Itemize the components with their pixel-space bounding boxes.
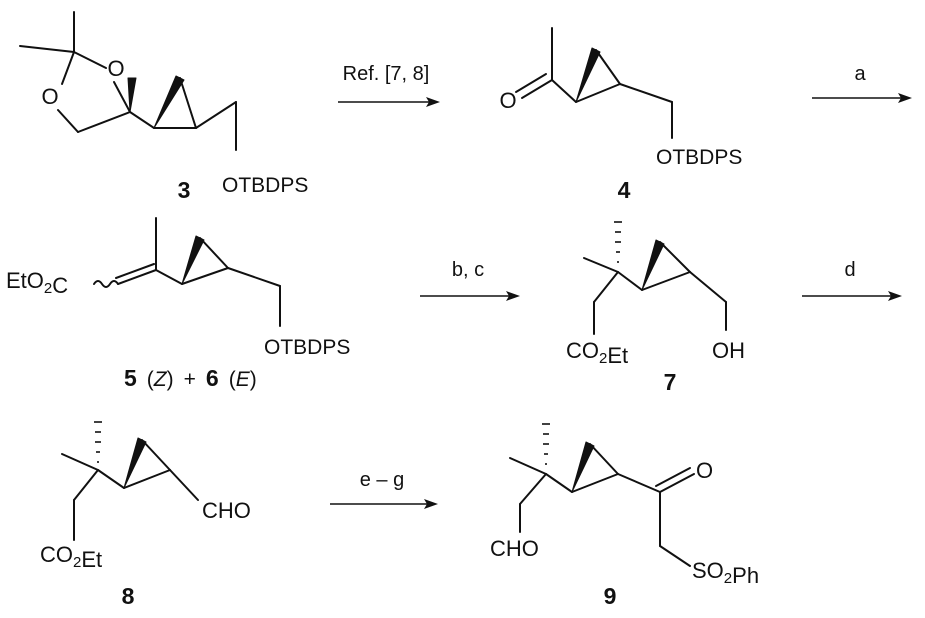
c8-hashed-bond <box>94 421 102 463</box>
condition-eg: e – g <box>360 469 404 491</box>
compound-number-6: 6 <box>206 365 219 391</box>
c3-otbdps-label: OTBDPS <box>222 174 308 197</box>
c3-oxygen-label-2: O <box>41 84 58 109</box>
z-isomer-label: Z <box>153 368 168 391</box>
c4-ketone-oxygen: O <box>499 88 516 113</box>
c9-hashed-bond <box>542 423 550 465</box>
c9-so2ph-label: SO2Ph <box>692 558 759 588</box>
compound-number-9: 9 <box>604 583 617 609</box>
compound-9: O CHO SO2Ph 9 <box>490 423 759 609</box>
compound-3: O O OTBDPS 3 <box>19 11 308 203</box>
c7-co2et-label: CO2Et <box>566 338 628 368</box>
reaction-arrow-a: a <box>812 63 912 103</box>
compound-4: O OTBDPS 4 <box>499 27 742 203</box>
reaction-arrow-eg: e – g <box>330 469 438 509</box>
condition-d: d <box>844 259 855 281</box>
compound-5-6: EtO2C OTBDPS 5 (Z) + 6 (E) <box>6 217 350 391</box>
reaction-arrow-d: d <box>802 259 902 301</box>
compound-7: CO2Et OH 7 <box>566 221 745 395</box>
condition-a: a <box>854 63 866 85</box>
c4-otbdps-label: OTBDPS <box>656 146 742 169</box>
compound-number-5: 5 <box>124 365 137 391</box>
c56-eto2c-label: EtO2C <box>6 268 68 298</box>
condition-ref: Ref. [7, 8] <box>343 63 430 85</box>
reaction-arrow-bc: b, c <box>420 259 520 301</box>
condition-bc: b, c <box>452 259 484 281</box>
c9-aldehyde-label: CHO <box>490 536 539 561</box>
compound-number-8: 8 <box>122 583 135 609</box>
c56-otbdps-label: OTBDPS <box>264 336 350 359</box>
c8-co2et-label: CO2Et <box>40 542 102 572</box>
reaction-arrow-ref: Ref. [7, 8] <box>338 63 440 107</box>
c7-hashed-bond <box>614 221 622 263</box>
compound-8: CHO CO2Et 8 <box>40 421 251 609</box>
plus-sign: + <box>184 368 196 391</box>
c9-ketone-oxygen: O <box>696 458 713 483</box>
e-isomer-label: E <box>236 368 251 391</box>
compound-number-7: 7 <box>664 369 677 395</box>
c7-hydroxyl-label: OH <box>712 338 745 363</box>
compound-label-5-6: 5 (Z) + 6 (E) <box>124 365 257 391</box>
c8-aldehyde-label: CHO <box>202 498 251 523</box>
c3-oxygen-label: O <box>107 56 124 81</box>
compound-number-4: 4 <box>618 177 631 203</box>
compound-number-3: 3 <box>178 177 191 203</box>
